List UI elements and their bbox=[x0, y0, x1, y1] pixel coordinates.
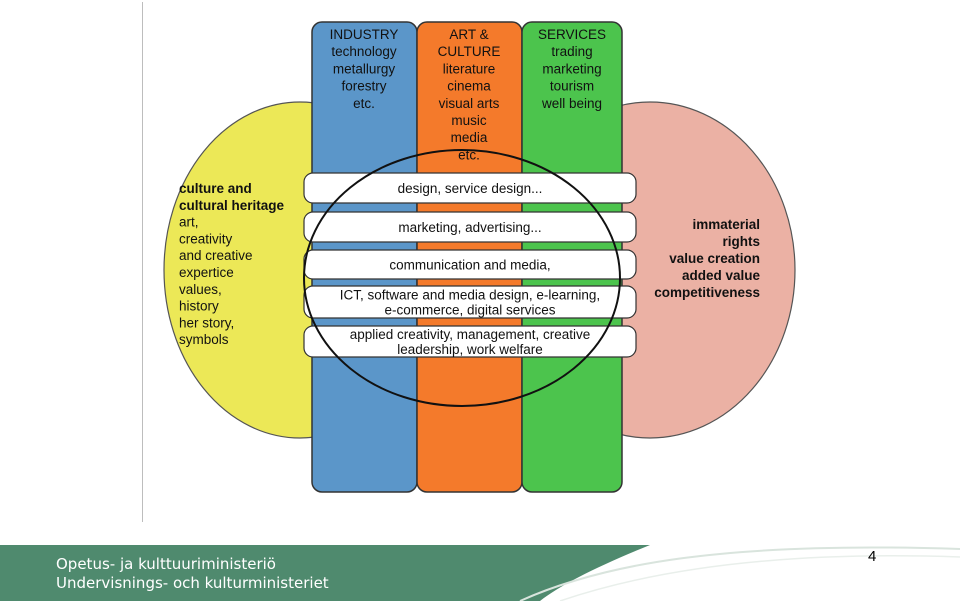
footer-text: Opetus- ja kulttuuriministeriö Undervisn… bbox=[56, 555, 329, 593]
band-box bbox=[303, 211, 637, 243]
left-oval-line: cultural heritage bbox=[179, 198, 285, 213]
column-line: tourism bbox=[550, 79, 594, 94]
column-line: media bbox=[451, 130, 488, 145]
left-oval-line: and creative bbox=[179, 248, 253, 263]
column-industry-text: INDUSTRY technology metallurgy forestry etc. bbox=[330, 27, 399, 111]
left-oval-line: expertice bbox=[179, 265, 234, 280]
column-line: trading bbox=[551, 44, 592, 59]
central-circle bbox=[303, 149, 621, 407]
divider-line bbox=[142, 2, 143, 522]
column-line: INDUSTRY bbox=[330, 27, 399, 42]
ministry-name-fi: Opetus- ja kulttuuriministeriö bbox=[56, 555, 276, 573]
column-line: music bbox=[451, 113, 487, 128]
band-text: ICT, software and media design, e-learni… bbox=[340, 288, 600, 318]
band-text: communication and media, bbox=[389, 258, 550, 273]
band-line: applied creativity, management, creative bbox=[350, 327, 591, 342]
column-line: well being bbox=[541, 96, 602, 111]
right-oval-line: immaterial bbox=[692, 217, 760, 232]
band-box bbox=[303, 325, 637, 358]
band-line: leadership, work welfare bbox=[397, 342, 543, 357]
column-line: literature bbox=[443, 61, 496, 76]
column-line: cinema bbox=[447, 79, 491, 94]
column-line: CULTURE bbox=[438, 44, 501, 59]
left-oval-line: symbols bbox=[179, 332, 229, 347]
left-oval-line: creativity bbox=[179, 231, 233, 246]
band-line: marketing, advertising... bbox=[398, 220, 541, 235]
left-oval-line: art, bbox=[179, 215, 199, 230]
band-text: design, service design... bbox=[398, 181, 543, 196]
bands-group: design, service design... marketing, adve… bbox=[303, 172, 637, 358]
right-oval-text: immaterial rights value creation added valu… bbox=[654, 217, 760, 300]
column-line: forestry bbox=[341, 79, 386, 94]
column-line: visual arts bbox=[439, 96, 500, 111]
right-oval-line: value creation bbox=[669, 251, 760, 266]
column-line: metallurgy bbox=[333, 61, 396, 76]
right-oval-line: added value bbox=[682, 268, 761, 283]
right-oval-line: rights bbox=[722, 234, 760, 249]
column-line: technology bbox=[331, 44, 397, 59]
band-text: applied creativity, management, creative… bbox=[350, 327, 591, 357]
left-oval-line: history bbox=[179, 299, 219, 314]
band-line: design, service design... bbox=[398, 181, 543, 196]
footer-band bbox=[0, 545, 960, 601]
band-box bbox=[303, 285, 637, 319]
column-line: marketing bbox=[542, 61, 601, 76]
left-oval-line: her story, bbox=[179, 315, 234, 330]
left-oval-text: culture and cultural heritage art,creativi… bbox=[179, 181, 285, 347]
column-line: ART & bbox=[449, 27, 488, 42]
page-number: 4 bbox=[868, 548, 877, 565]
band-line: ICT, software and media design, e-learni… bbox=[340, 288, 600, 303]
left-oval-line: values, bbox=[179, 282, 222, 297]
band-text: marketing, advertising... bbox=[398, 220, 541, 235]
column-line: SERVICES bbox=[538, 27, 606, 42]
ministry-name-sv: Undervisnings- och kulturministeriet bbox=[56, 574, 329, 592]
column-line: etc. bbox=[353, 96, 375, 111]
column-services-text: SERVICES trading marketing tourism well bein… bbox=[538, 27, 606, 111]
band-line: e-commerce, digital services bbox=[384, 303, 555, 318]
band-box bbox=[303, 172, 637, 204]
right-oval-line: competitiveness bbox=[654, 285, 760, 300]
column-art-culture-text: ART & CULTURE literature cinema visual arts m… bbox=[438, 27, 501, 162]
band-line: communication and media, bbox=[389, 258, 550, 273]
left-oval-line: culture and bbox=[179, 181, 252, 196]
